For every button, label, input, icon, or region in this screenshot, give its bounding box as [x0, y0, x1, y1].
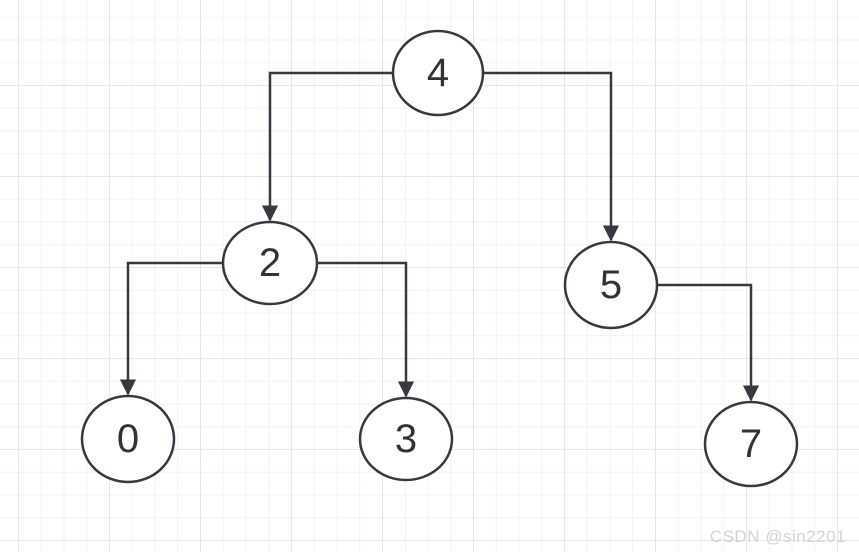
- node-circle-7: [703, 400, 799, 488]
- edge-5-7: [657, 283, 760, 402]
- tree-node-2: 2: [221, 220, 319, 306]
- node-label-2: 2: [259, 241, 281, 285]
- node-label-4: 4: [427, 51, 449, 95]
- edges-layer: [119, 71, 760, 402]
- node-circle-3: [358, 396, 454, 482]
- tree-node-7: 7: [703, 400, 799, 488]
- nodes-layer: 4 2 5 0 3 7: [80, 29, 799, 488]
- node-circle-0: [80, 394, 176, 484]
- node-label-5: 5: [600, 263, 622, 307]
- watermark: CSDN @sin2201: [709, 527, 846, 546]
- node-circle-5: [563, 240, 659, 330]
- edge-2-3: [317, 261, 415, 398]
- tree-node-0: 0: [80, 394, 176, 484]
- node-label-0: 0: [117, 417, 139, 461]
- node-circle-2: [221, 220, 319, 306]
- node-circle-4: [391, 29, 485, 117]
- tree-node-3: 3: [358, 396, 454, 482]
- node-label-7: 7: [740, 422, 762, 466]
- edge-2-0: [119, 261, 223, 396]
- tree-node-5: 5: [563, 240, 659, 330]
- edge-4-5: [483, 71, 620, 242]
- edge-4-2: [261, 71, 393, 222]
- tree-node-4: 4: [391, 29, 485, 117]
- node-label-3: 3: [395, 417, 417, 461]
